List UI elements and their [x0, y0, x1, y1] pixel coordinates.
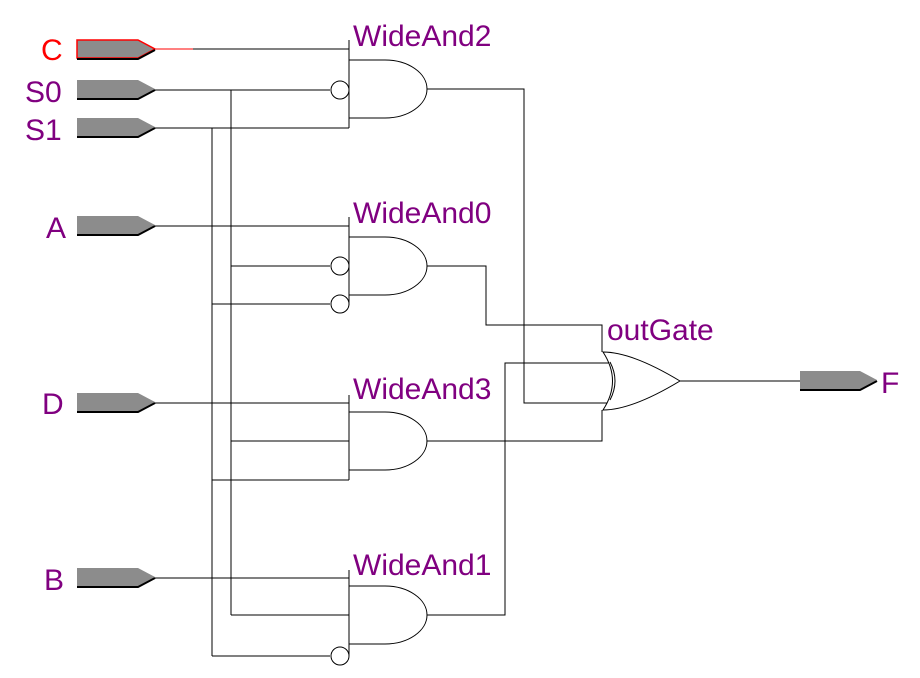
port-label-c: C: [41, 34, 63, 67]
wire-and2-out[interactable]: [427, 88, 610, 404]
gate-wideand2[interactable]: WideAnd2: [330, 20, 491, 128]
gate-label-wideand0: WideAnd0: [353, 197, 491, 230]
port-label-s1: S1: [25, 114, 62, 147]
gate-outgate[interactable]: outGate: [602, 314, 714, 411]
wire-and3-out[interactable]: [427, 410, 603, 442]
input-port-c[interactable]: C: [41, 34, 193, 67]
port-label-b: B: [44, 564, 64, 597]
port-label-f: F: [881, 367, 899, 400]
inverter-bubble: [330, 256, 350, 276]
port-label-a: A: [46, 212, 66, 245]
input-port-s1[interactable]: S1: [25, 114, 156, 147]
wire-s0[interactable]: [155, 89, 330, 615]
wire-and1-out[interactable]: [427, 362, 612, 616]
input-port-d[interactable]: D: [42, 388, 156, 421]
gate-label-wideand3: WideAnd3: [353, 373, 491, 406]
inverter-bubble: [330, 646, 350, 666]
port-label-d: D: [42, 388, 64, 421]
wire-and0-out[interactable]: [427, 265, 603, 352]
output-port-f[interactable]: F: [800, 367, 899, 400]
input-port-s0[interactable]: S0: [25, 76, 156, 109]
wire-s1[interactable]: [155, 127, 349, 656]
port-label-s0: S0: [25, 76, 62, 109]
wires: [155, 48, 800, 657]
inverter-bubble: [330, 80, 350, 100]
gate-wideand0[interactable]: WideAnd0: [330, 197, 491, 314]
gate-wideand1[interactable]: WideAnd1: [330, 549, 491, 666]
gate-label-outgate: outGate: [607, 314, 714, 347]
gate-wideand3[interactable]: WideAnd3: [348, 373, 491, 480]
gate-label-wideand1: WideAnd1: [353, 549, 491, 582]
input-port-a[interactable]: A: [46, 212, 156, 245]
input-port-b[interactable]: B: [44, 564, 156, 597]
gate-label-wideand2: WideAnd2: [353, 20, 491, 53]
inverter-bubble: [330, 294, 350, 314]
